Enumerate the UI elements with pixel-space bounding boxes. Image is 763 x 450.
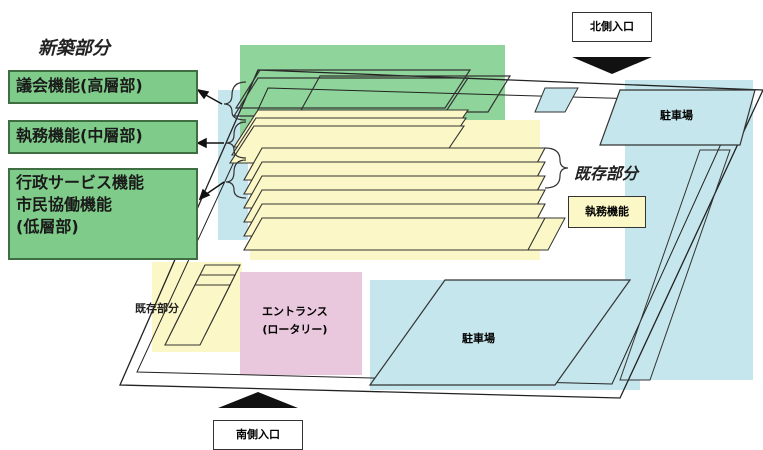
existing-left-floors [164,264,241,346]
entrance-label: エントランス (ロータリー) [262,303,328,339]
legend-assembly: 議会機能(高層部) [8,70,198,104]
existing-small-piece [527,217,566,251]
parking-s-shape [368,279,632,386]
existing-function-label: 執務機能 [568,196,646,228]
legend-lower: 行政サービス機能 市民協働機能 (低層部) [8,168,198,260]
existing-left-label: 既存部分 [135,302,179,315]
north-entrance-label: 北側入口 [572,12,652,42]
parking-ne-shape [599,89,756,146]
east-strip [619,149,731,381]
parking-ne-label: 駐車場 [660,109,693,122]
parking-s-label: 駐車場 [462,332,495,345]
existing-brace [544,147,569,189]
left-braces [223,81,247,199]
site-inner [136,87,741,385]
north-entrance-arrow [572,57,652,74]
mid-rise-floors [228,109,470,164]
new-section-title: 新築部分 [38,38,110,59]
legend-lower-line3: (低層部) [16,217,79,236]
entrance-line1: エントランス [262,305,328,318]
legend-lower-line2: 市民協働機能 [16,195,113,214]
legend-arrows [196,88,225,201]
south-entrance-label: 南側入口 [213,420,303,450]
south-entrance-arrow [218,392,298,408]
low-rise-floors [243,147,546,251]
site-outline [119,69,763,399]
north-small-strip [534,87,579,113]
legend-admin: 執務機能(中層部) [8,120,198,154]
existing-section-title: 既存部分 [574,164,639,183]
legend-lower-line1: 行政サービス機能 [16,173,145,192]
entrance-line2: (ロータリー) [262,323,328,336]
entrance-area [240,272,362,375]
